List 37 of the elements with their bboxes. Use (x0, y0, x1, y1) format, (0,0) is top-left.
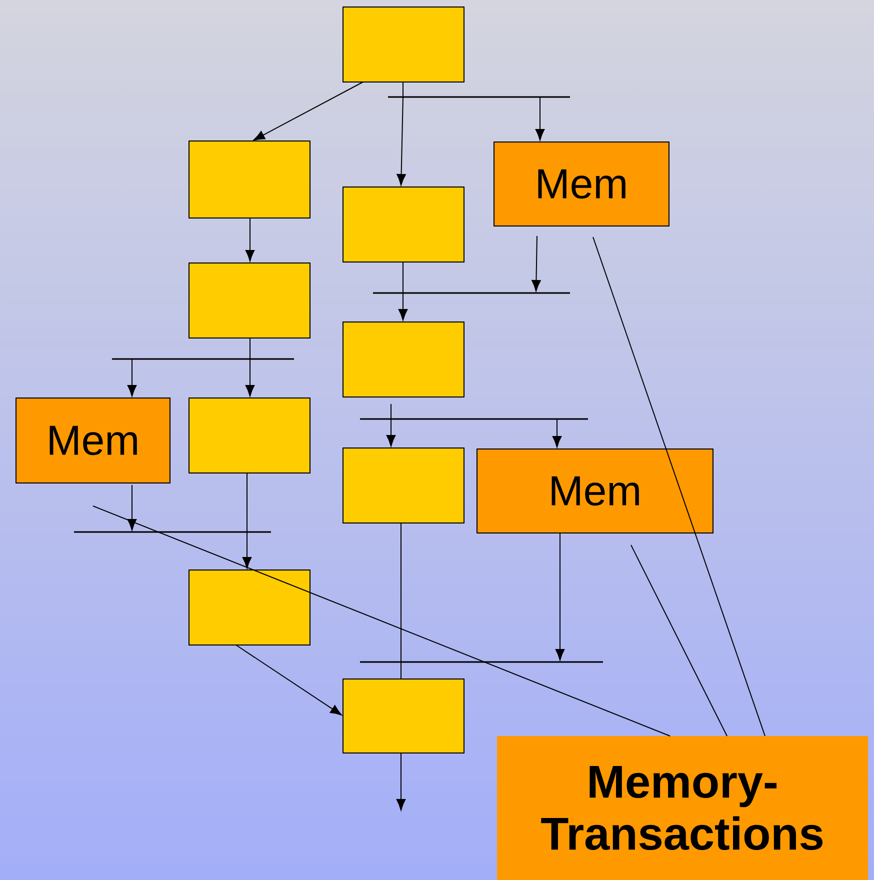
arrow (253, 82, 364, 141)
memory-box: Mem (476, 448, 714, 534)
arrow (535, 96, 545, 140)
process-box (188, 398, 310, 474)
process-box (342, 6, 464, 82)
process-box (188, 570, 310, 646)
process-box (188, 140, 310, 218)
leader-line (592, 236, 766, 736)
connector-line (390, 404, 392, 420)
process-box (188, 262, 310, 338)
process-box (342, 678, 464, 754)
arrow (245, 218, 255, 262)
process-box (342, 186, 464, 262)
connector-line (246, 472, 248, 532)
leader-line (630, 544, 728, 736)
memory-box: Mem (16, 398, 170, 484)
connector-line (400, 662, 402, 680)
arrow (532, 236, 541, 292)
connector-line (400, 522, 402, 662)
memory-box: Mem (494, 142, 670, 226)
arrow (396, 752, 406, 810)
arrow (386, 418, 396, 446)
process-box (342, 322, 464, 398)
connector-line (402, 82, 404, 98)
title-box: Memory-Transactions (497, 736, 868, 880)
leader-line (92, 506, 670, 736)
connector-line (402, 262, 404, 294)
arrow (396, 96, 406, 186)
arrow (398, 292, 408, 320)
arrow (245, 358, 255, 396)
arrow (127, 358, 137, 396)
process-box (342, 448, 464, 524)
arrow (236, 644, 342, 716)
arrow (552, 418, 562, 448)
arrow (127, 484, 137, 530)
arrow (555, 532, 565, 660)
arrow (242, 532, 252, 568)
